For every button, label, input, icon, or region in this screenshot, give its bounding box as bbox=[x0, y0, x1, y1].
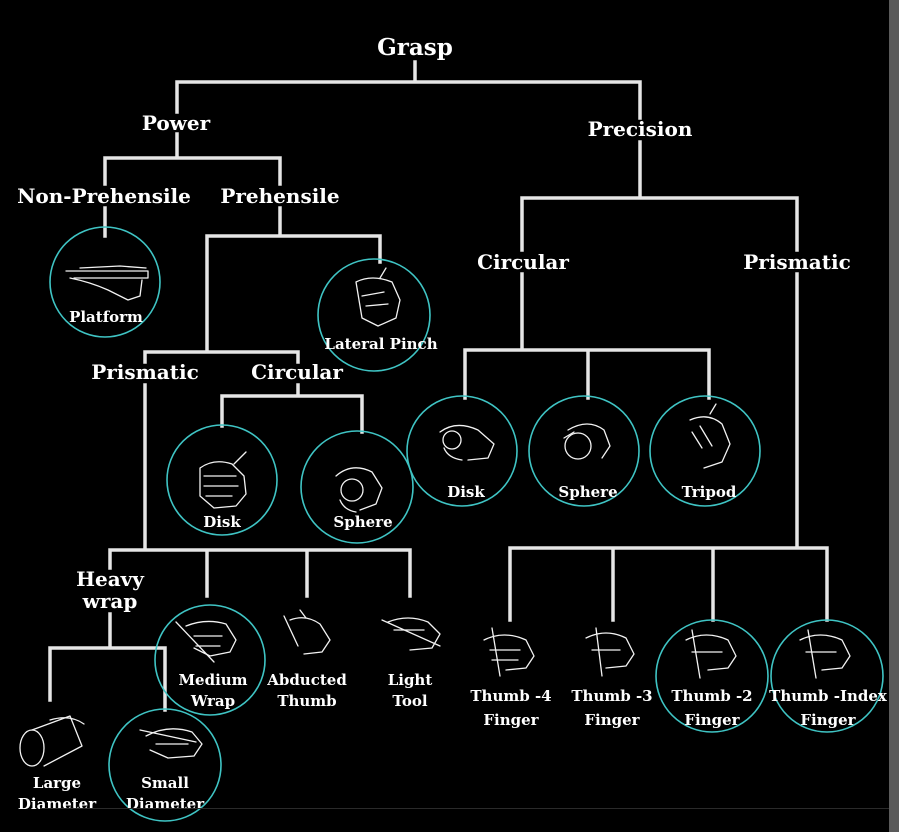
ring-platform bbox=[49, 226, 161, 338]
thumb-4-finger-hand-icon bbox=[483, 627, 535, 677]
label-abducted-thumb-line2: Thumb bbox=[277, 692, 336, 710]
label-thumb-2-line1: Thumb -2 bbox=[671, 687, 752, 705]
edge-prehensile bbox=[205, 206, 382, 352]
label-precision: Precision bbox=[588, 117, 693, 141]
label-thumb-index-line2: Finger bbox=[800, 711, 856, 729]
ring-power-disk bbox=[166, 424, 278, 536]
label-heavy-wrap-line1: Heavy bbox=[76, 567, 145, 591]
edge-precision-prismatic bbox=[508, 272, 829, 622]
label-power: Power bbox=[142, 111, 211, 135]
label-large-diameter-line2: Diameter bbox=[18, 795, 97, 813]
label-thumb-4-line2: Finger bbox=[483, 711, 539, 729]
label-power-circular: Circular bbox=[251, 360, 343, 384]
label-large-diameter-line1: Large bbox=[33, 774, 81, 792]
label-heavy-wrap-line2: wrap bbox=[82, 589, 138, 613]
edge-power-circular bbox=[220, 383, 364, 434]
ring-thumb-2 bbox=[655, 619, 769, 733]
small-diameter-hand-icon bbox=[139, 728, 203, 759]
label-power-sphere: Sphere bbox=[333, 513, 392, 531]
highlight-rings bbox=[49, 226, 884, 822]
label-non-prehensile: Non-Prehensile bbox=[17, 184, 191, 208]
label-precision-sphere: Sphere bbox=[558, 483, 617, 501]
ring-thumb-index bbox=[770, 619, 884, 733]
precision-sphere-hand-icon bbox=[563, 423, 611, 460]
edge-precision bbox=[520, 140, 799, 252]
hand-icons bbox=[19, 265, 851, 767]
edge-heavy-wrap bbox=[48, 612, 167, 712]
label-small-diameter-line1: Small bbox=[141, 774, 189, 792]
label-platform: Platform bbox=[69, 308, 143, 326]
ring-small-diameter bbox=[108, 708, 222, 822]
ring-medium-wrap bbox=[154, 604, 266, 716]
label-small-diameter-line2: Diameter bbox=[126, 795, 205, 813]
label-grasp: Grasp bbox=[377, 34, 453, 61]
flat-hand-icon bbox=[65, 265, 149, 301]
edge-prismatic-circular bbox=[143, 350, 300, 364]
label-light-tool-line1: Light bbox=[388, 671, 433, 689]
label-medium-wrap-line2: Wrap bbox=[190, 692, 235, 710]
edge-power bbox=[103, 132, 282, 186]
tripod-hand-icon bbox=[689, 403, 731, 469]
vertical-scrollbar[interactable] bbox=[889, 0, 899, 832]
precision-disk-hand-icon bbox=[439, 424, 495, 461]
label-precision-circular: Circular bbox=[477, 250, 569, 274]
ring-precision-sphere bbox=[528, 395, 640, 507]
label-thumb-4-line1: Thumb -4 bbox=[470, 687, 551, 705]
label-light-tool-line2: Tool bbox=[392, 692, 427, 710]
edge-power-prismatic bbox=[108, 383, 412, 598]
bottom-divider bbox=[40, 808, 889, 809]
thumb-3-finger-hand-icon bbox=[585, 627, 635, 677]
thumb-2-finger-hand-icon bbox=[685, 629, 737, 679]
label-abducted-thumb-line1: Abducted bbox=[266, 671, 347, 689]
label-medium-wrap-line1: Medium bbox=[178, 671, 247, 689]
label-prehensile: Prehensile bbox=[220, 184, 339, 208]
edge-root bbox=[175, 60, 642, 120]
ring-power-sphere bbox=[300, 430, 414, 544]
edge-precision-circular bbox=[463, 272, 711, 400]
power-disk-hand-icon bbox=[199, 451, 247, 509]
label-precision-prismatic: Prismatic bbox=[743, 250, 851, 274]
label-thumb-3-line1: Thumb -3 bbox=[571, 687, 652, 705]
label-lateral-pinch: Lateral Pinch bbox=[324, 335, 437, 353]
power-sphere-hand-icon bbox=[335, 467, 383, 513]
label-thumb-2-line2: Finger bbox=[684, 711, 740, 729]
label-thumb-3-line2: Finger bbox=[584, 711, 640, 729]
label-tripod: Tripod bbox=[682, 483, 737, 501]
label-power-prismatic: Prismatic bbox=[91, 360, 199, 384]
label-power-disk: Disk bbox=[203, 513, 241, 531]
ring-precision-disk bbox=[406, 395, 518, 507]
label-thumb-index-line1: Thumb -Index bbox=[769, 687, 888, 705]
labels: Grasp Power Precision Non-Prehensile Pre… bbox=[17, 34, 888, 813]
ring-lateral-pinch bbox=[317, 258, 431, 372]
light-tool-hand-icon bbox=[381, 617, 441, 651]
large-diameter-hand-icon bbox=[19, 715, 85, 767]
thumb-index-finger-hand-icon bbox=[799, 629, 851, 679]
tree-edges bbox=[48, 60, 829, 712]
abducted-thumb-hand-icon bbox=[283, 609, 331, 655]
medium-wrap-hand-icon bbox=[175, 620, 237, 663]
ring-tripod bbox=[649, 395, 761, 507]
label-precision-disk: Disk bbox=[447, 483, 485, 501]
lateral-pinch-hand-icon bbox=[355, 267, 401, 327]
